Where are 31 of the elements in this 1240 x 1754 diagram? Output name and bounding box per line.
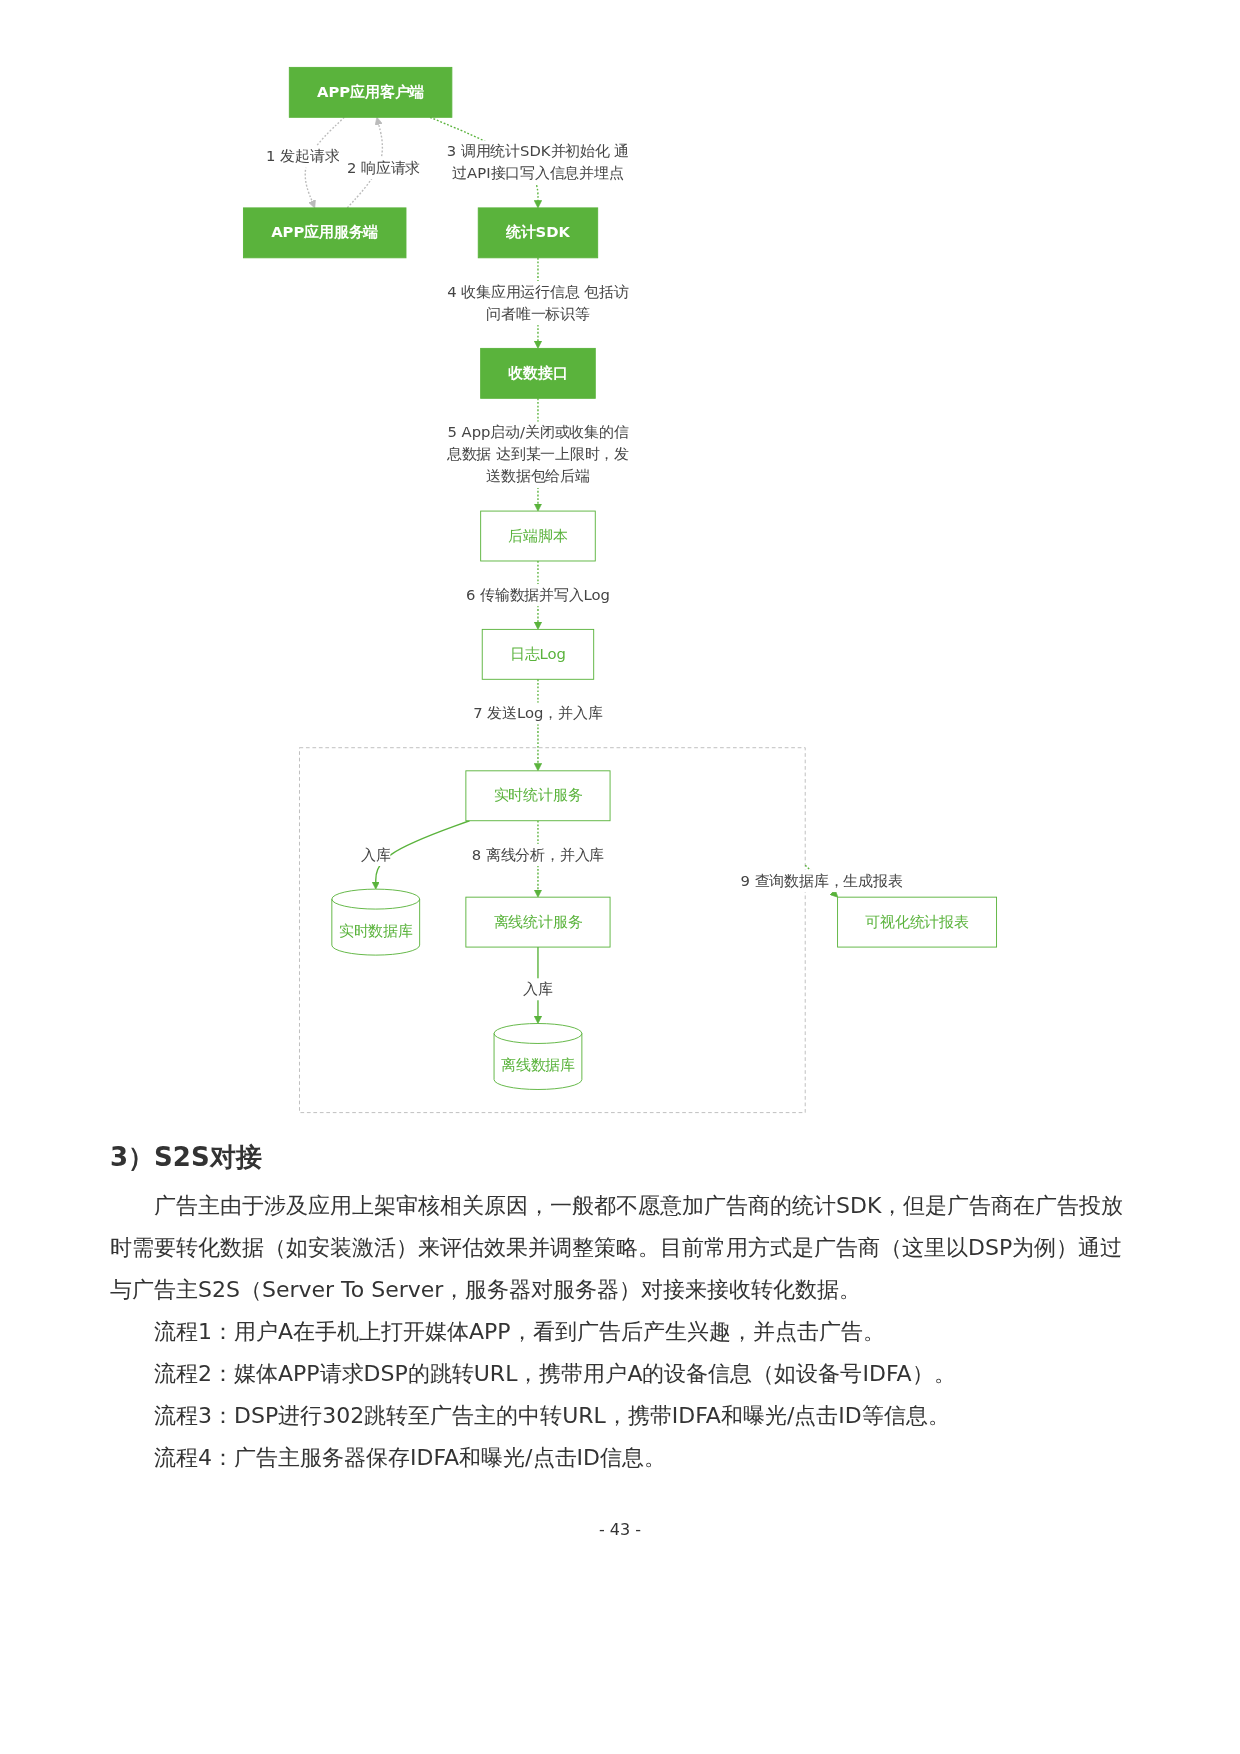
node-box: 收数接口 [480, 347, 596, 399]
paragraph: 流程3：DSP进行302跳转至广告主的中转URL，携带IDFA和曝光/点击ID等信息。 [153, 1402, 951, 1430]
edge-label: 7 发送Log，并入库 [473, 704, 603, 722]
node-box: 离线统计服务 [465, 896, 611, 948]
edge-label: 5 App启动/关闭或收集的信息数据 达到某一上限时，发送数据包给后端 [446, 423, 630, 486]
paragraph: 流程2：媒体APP请求DSP的跳转URL，携带用户A的设备信息（如设备号IDFA）。 [153, 1360, 957, 1388]
paragraph: 流程1：用户A在手机上打开媒体APP，看到广告后产生兴趣，并点击广告。 [153, 1318, 886, 1346]
edge-label: 2 响应请求 [346, 158, 421, 177]
edge-label: 8 离线分析，并入库 [471, 845, 605, 864]
node-box: 统计SDK [477, 207, 599, 259]
edge-label: 9 查询数据库，生成报表 [740, 871, 903, 890]
edge-label: 入库 [360, 845, 391, 864]
arrow [533, 678, 543, 772]
arrow [346, 116, 384, 209]
section-heading: 3）S2S对接 [110, 1141, 263, 1174]
paragraph: 广告主由于涉及应用上架审核相关原因，一般都不愿意加广告商的统计SDK，但是广告商在广告投放时需要转化数据（如安装激活）来评估效果并调整策略。目前常用方式是广告商（这里以DSP为例）通过与广告主S2S（Server To Server，服务器对服务器）对接来接收转化数据。 [110, 1192, 1125, 1304]
node-box: 可视化统计报表 [837, 896, 997, 948]
edge-label: 1 发起请求 [266, 147, 340, 166]
edge-label: 4 收集应用运行信息 包括访问者唯一标识等 [447, 282, 629, 323]
paragraph: 流程4：广告主服务器保存IDFA和曝光/点击ID信息。 [153, 1444, 667, 1472]
node-box: APP应用服务端 [243, 207, 407, 259]
edge-label: 3 调用统计SDK并初始化 通过API接口写入信息并埋点 [446, 142, 630, 183]
edge-label: 6 传输数据并写入Log [465, 585, 610, 604]
node-box: 日志Log [481, 628, 595, 680]
page-number: - 43 - [597, 1519, 643, 1541]
node-box: APP应用客户端 [288, 66, 453, 118]
arrow [304, 116, 345, 209]
arrow [371, 820, 471, 890]
edge-label: 入库 [523, 980, 553, 998]
node-box: 后端脚本 [480, 510, 596, 562]
node-box: 实时统计服务 [465, 770, 611, 822]
